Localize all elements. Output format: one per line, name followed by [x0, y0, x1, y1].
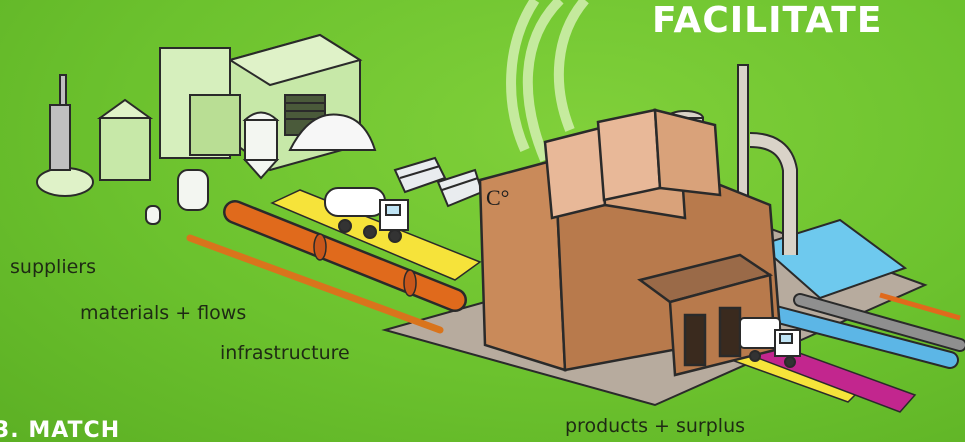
thin-orange-pipe-right — [880, 295, 960, 318]
suppliers-label: suppliers — [10, 256, 96, 278]
tanker-truck — [325, 188, 408, 242]
infrastructure-label: infrastructure — [220, 342, 350, 364]
factory-sign: C° — [486, 185, 509, 210]
facilitate-heading: FACILITATE — [652, 0, 882, 41]
materials-flows-label: materials + flows — [80, 302, 246, 324]
rail-cars — [395, 158, 482, 206]
products-surplus-label: products + surplus — [565, 415, 745, 437]
match-heading: 3. MATCH — [0, 418, 120, 442]
